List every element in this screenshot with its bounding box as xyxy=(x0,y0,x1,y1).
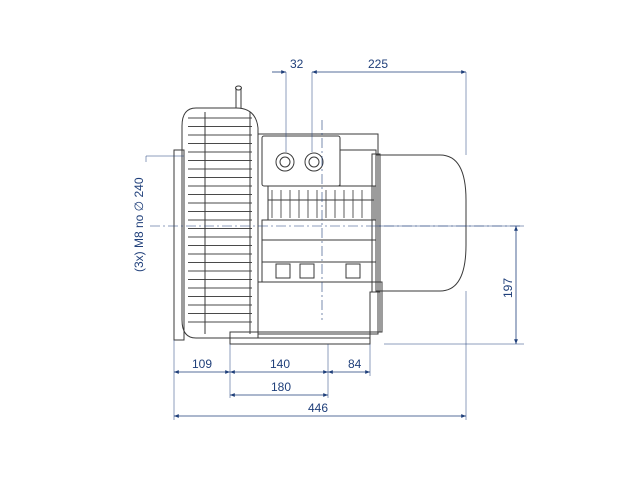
base-plate xyxy=(229,331,371,345)
dim-84: 84 xyxy=(348,357,362,371)
cooling-fins xyxy=(188,117,252,323)
dim-197: 197 xyxy=(501,278,515,298)
dim-109: 109 xyxy=(192,357,212,371)
motor-end-cap xyxy=(371,153,467,293)
right-dimension: 197 xyxy=(376,225,524,345)
top-dimensions: 32 225 xyxy=(272,57,467,155)
dim-180: 180 xyxy=(271,380,291,394)
motor-ribs xyxy=(271,190,363,218)
motor-assembly xyxy=(257,133,383,335)
fan-housing xyxy=(173,85,259,341)
bottom-dimensions: 109 140 84 180 446 xyxy=(173,291,467,420)
mounting-note: (3x) M8 no ∅ 240 xyxy=(132,155,184,272)
mounting-note-text: (3x) M8 no ∅ 240 xyxy=(132,177,146,272)
dim-225: 225 xyxy=(368,57,388,71)
dim-446: 446 xyxy=(308,401,328,415)
dim-140: 140 xyxy=(270,357,290,371)
dim-32: 32 xyxy=(290,57,304,71)
